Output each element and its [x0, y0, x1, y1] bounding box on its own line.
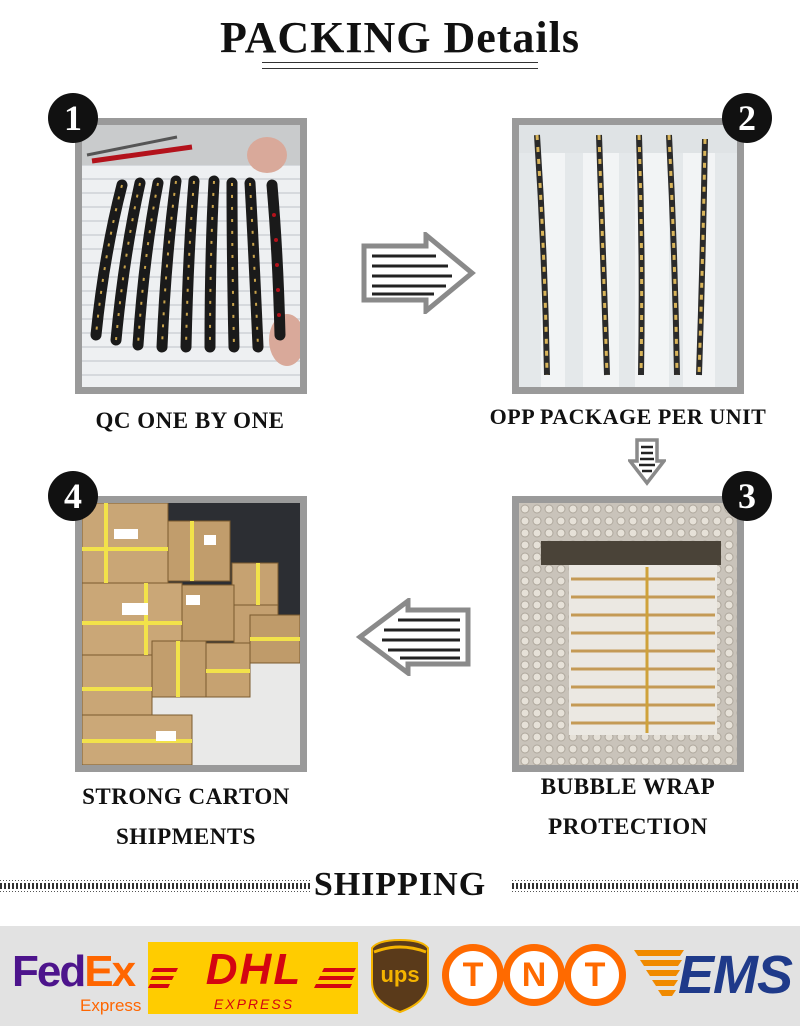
fedex-fed-text: Fed	[12, 947, 86, 996]
shipping-rule-right	[512, 880, 800, 892]
step-3-label-line2: PROTECTION	[548, 814, 708, 839]
step-2-badge: 2	[722, 93, 772, 143]
opp-package-image	[519, 125, 737, 387]
shipping-rule-left	[0, 880, 310, 892]
ems-logo: EMS	[634, 926, 796, 1026]
fedex-ex-text: Ex	[84, 947, 136, 996]
step-4-label-line1: STRONG CARTON	[82, 784, 290, 809]
step-2-photo	[512, 118, 744, 394]
step-1-badge: 1	[48, 93, 98, 143]
step-4-badge: 4	[48, 471, 98, 521]
tnt-letter-2: N	[503, 944, 565, 1006]
step-1-photo	[75, 118, 307, 394]
ems-name-text: EMS	[678, 945, 793, 1005]
qc-bracelets-image	[82, 125, 300, 387]
tnt-letter-3-text: T	[584, 956, 606, 994]
tnt-letter-1: T	[442, 944, 504, 1006]
page-title: PACKING Details	[219, 13, 581, 62]
shipping-divider: SHIPPING	[0, 866, 800, 906]
step-3-label-line1: BUBBLE WRAP	[540, 774, 716, 799]
bubble-wrap-image	[519, 503, 737, 765]
tnt-letter-3: T	[564, 944, 626, 1006]
step-3-badge: 3	[722, 471, 772, 521]
ups-logo: ups	[366, 926, 434, 1026]
tnt-letter-1-text: T	[462, 956, 484, 994]
step-2-label: OPP PACKAGE PER UNIT	[489, 404, 767, 429]
arrow-left-icon	[355, 598, 471, 676]
step-4-label-line2: SHIPMENTS	[116, 824, 256, 849]
dhl-express-text: EXPRESS	[213, 996, 295, 1012]
fedex-express-text: Express	[80, 996, 142, 1015]
ups-shield-icon	[371, 938, 429, 1014]
fedex-logo: FedEx Express	[8, 926, 142, 1026]
carton-shipments-image	[82, 503, 300, 765]
title-underline	[262, 62, 538, 63]
arrow-down-icon	[628, 438, 666, 486]
step-1-label: QC ONE BY ONE	[95, 408, 285, 433]
dhl-name-text: DHL	[205, 945, 303, 994]
tnt-logo: T N T	[440, 926, 630, 1026]
shipping-title: SHIPPING	[313, 866, 487, 903]
tnt-letter-2-text: N	[521, 956, 547, 994]
carrier-logo-strip: FedEx Express DHL EXPRESS ups T	[0, 926, 800, 1026]
dhl-stripes	[148, 968, 356, 988]
title-underline-second	[262, 68, 538, 69]
step-4-photo	[75, 496, 307, 772]
dhl-logo: DHL EXPRESS	[146, 926, 360, 1026]
ems-wing-icon	[634, 950, 684, 996]
step-3-photo	[512, 496, 744, 772]
ups-name-text: ups	[380, 962, 420, 987]
arrow-right-icon	[361, 232, 476, 314]
